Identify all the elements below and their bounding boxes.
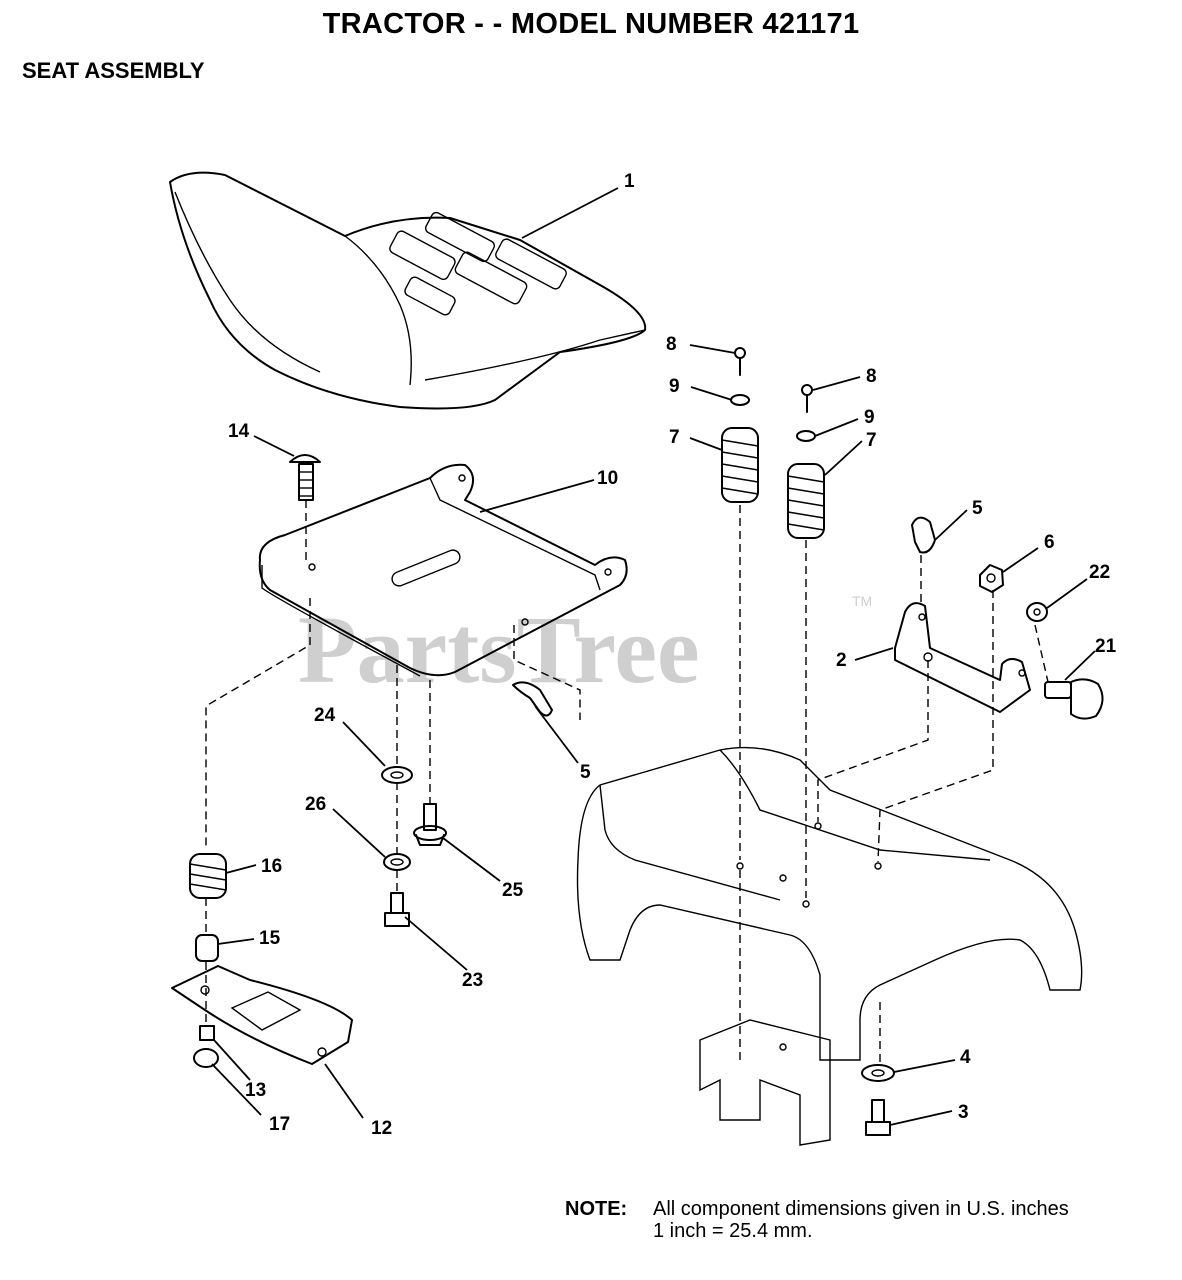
callout-12: 12 bbox=[371, 1118, 392, 1139]
callout-21: 21 bbox=[1095, 636, 1117, 657]
seat-plate-hardware bbox=[171, 853, 353, 1068]
callout-14: 14 bbox=[228, 421, 250, 442]
callout-numbers: 1 8 9 7 8 9 7 14 10 5 6 22 2 21 24 5 26 … bbox=[228, 171, 1117, 1139]
clip bbox=[512, 681, 553, 717]
dimension-note: NOTE: All component dimensions given in … bbox=[565, 1198, 1069, 1242]
callout-26: 26 bbox=[305, 794, 326, 815]
callout-3: 3 bbox=[958, 1102, 969, 1123]
callout-1: 1 bbox=[624, 171, 635, 192]
callout-13: 13 bbox=[245, 1080, 266, 1101]
seat-pan bbox=[258, 463, 628, 677]
callout-25: 25 bbox=[502, 880, 524, 901]
callout-9: 9 bbox=[669, 376, 680, 397]
callout-5: 5 bbox=[972, 498, 983, 519]
callout-15: 15 bbox=[259, 928, 281, 949]
carriage-bolt bbox=[289, 454, 321, 501]
callout-2: 2 bbox=[836, 650, 847, 671]
callout-6: 6 bbox=[1044, 532, 1055, 553]
callout-5-lower: 5 bbox=[580, 762, 591, 783]
callout-7: 7 bbox=[669, 427, 680, 448]
section-subtitle: SEAT ASSEMBLY bbox=[22, 58, 205, 83]
watermark-tm: TM bbox=[852, 593, 872, 609]
assembly-lines bbox=[205, 500, 1049, 1066]
tractor-frame bbox=[576, 746, 1083, 1146]
callout-4: 4 bbox=[960, 1047, 971, 1068]
fastener-hardware bbox=[381, 766, 447, 927]
callout-24: 24 bbox=[314, 705, 336, 726]
pivot-bracket bbox=[894, 516, 1104, 720]
callout-7-right: 7 bbox=[866, 430, 877, 451]
callout-17: 17 bbox=[269, 1114, 290, 1135]
callout-23: 23 bbox=[462, 970, 483, 991]
callout-8: 8 bbox=[666, 334, 677, 355]
callout-9-right: 9 bbox=[864, 407, 875, 428]
note-line-1: All component dimensions given in U.S. i… bbox=[653, 1198, 1069, 1220]
note-label: NOTE: bbox=[565, 1198, 628, 1220]
seat-springs bbox=[721, 347, 825, 539]
page-title: TRACTOR - - MODEL NUMBER 421171 bbox=[322, 8, 860, 40]
seat bbox=[169, 171, 647, 410]
note-line-2: 1 inch = 25.4 mm. bbox=[653, 1220, 813, 1242]
callout-16: 16 bbox=[261, 856, 282, 877]
callout-22: 22 bbox=[1089, 562, 1110, 583]
frame-hardware bbox=[861, 1064, 895, 1136]
callout-8-right: 8 bbox=[866, 366, 877, 387]
callout-10: 10 bbox=[597, 468, 618, 489]
leader-lines bbox=[211, 187, 1096, 1126]
